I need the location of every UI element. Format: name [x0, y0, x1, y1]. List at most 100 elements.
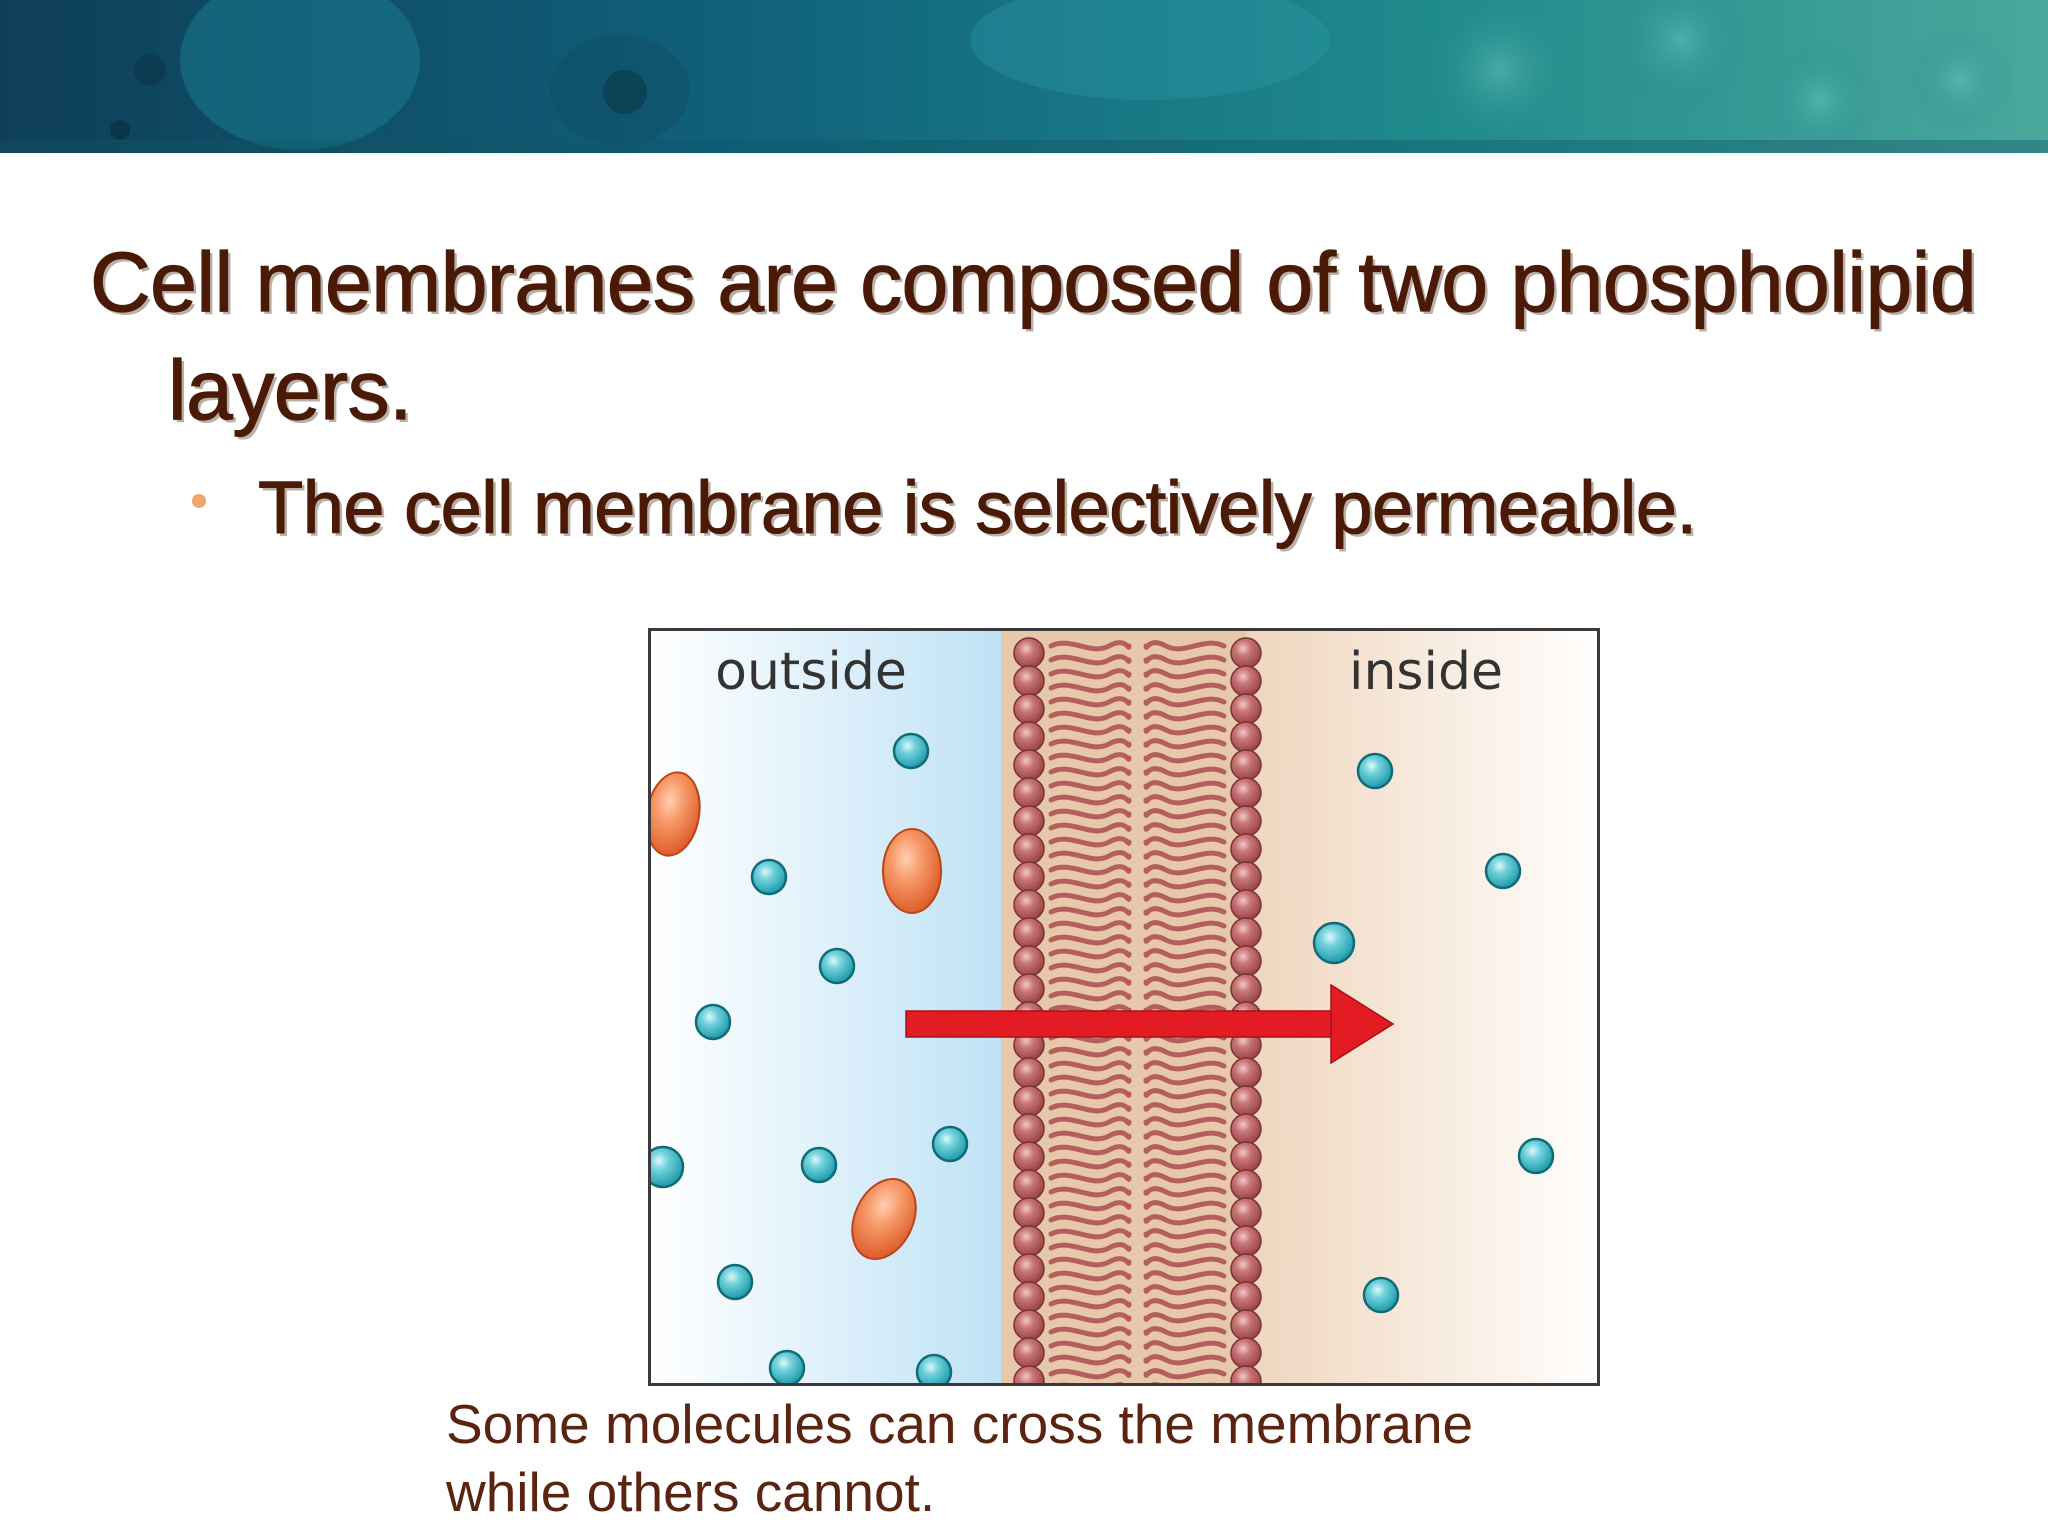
lipid-tail — [1143, 724, 1227, 736]
lipid-tail — [1048, 1186, 1132, 1198]
lipid-tail — [1143, 1242, 1227, 1254]
lipid-tail — [1143, 976, 1227, 988]
lipid-tail — [1048, 920, 1132, 932]
lipid-tail — [1143, 962, 1227, 974]
lipid-head — [1013, 1169, 1045, 1201]
lipid-head — [1013, 833, 1045, 865]
small-molecule — [750, 858, 788, 896]
lipid-tail — [1143, 1354, 1227, 1366]
lipid-tail — [1048, 976, 1132, 988]
lipid-head — [1230, 1337, 1262, 1369]
lipid-tail — [1048, 892, 1132, 904]
lipid-head — [1013, 917, 1045, 949]
lipid-tail — [1143, 850, 1227, 862]
lipid-tails — [1048, 640, 1227, 1383]
lipid-head — [1230, 1141, 1262, 1173]
label-inside: inside — [1349, 642, 1503, 702]
lipid-tail — [1143, 1270, 1227, 1282]
lipid-tail — [1048, 808, 1132, 820]
lipid-head — [1013, 861, 1045, 893]
lipid-tail — [1143, 654, 1227, 666]
lipid-head — [1013, 665, 1045, 697]
lipid-tail — [1143, 1284, 1227, 1296]
lipid-head — [1013, 1197, 1045, 1229]
lipid-tail — [1143, 920, 1227, 932]
lipid-tail — [1143, 1074, 1227, 1086]
small-molecule — [915, 1353, 953, 1383]
lipid-tail — [1048, 1088, 1132, 1100]
lipid-tail — [1048, 990, 1132, 1002]
lipid-tail — [1048, 1102, 1132, 1114]
lipid-tail — [1143, 1368, 1227, 1380]
lipid-head — [1230, 665, 1262, 697]
lipid-tail — [1048, 1354, 1132, 1366]
lipid-tail — [1048, 752, 1132, 764]
small-molecule — [1356, 752, 1394, 790]
lipid-tail — [1143, 948, 1227, 960]
lipid-head — [1230, 777, 1262, 809]
lipid-head — [1230, 861, 1262, 893]
molecules — [651, 732, 1555, 1383]
lipid-head — [1013, 1253, 1045, 1285]
lipid-head — [1230, 1169, 1262, 1201]
slide-title: Cell membranes are composed of two phosp… — [89, 234, 1977, 437]
lipid-tail — [1048, 962, 1132, 974]
lipid-tail — [1143, 682, 1227, 694]
lipid-tail — [1048, 1256, 1132, 1268]
small-molecule — [800, 1146, 838, 1184]
large-molecule — [651, 771, 701, 857]
lipid-head — [1013, 1365, 1045, 1383]
bullet-dot-icon — [192, 494, 206, 508]
lipid-head — [1230, 749, 1262, 781]
lipid-tail — [1143, 1172, 1227, 1184]
lipid-tail — [1143, 1144, 1227, 1156]
membrane-diagram: outside inside — [648, 628, 1600, 1386]
lipid-heads — [1013, 637, 1262, 1383]
lipid-head — [1013, 721, 1045, 753]
lipid-head — [1013, 1337, 1045, 1369]
lipid-tail — [1048, 1172, 1132, 1184]
lipid-tail — [1048, 1214, 1132, 1226]
lipid-head — [1230, 945, 1262, 977]
lipid-head — [1013, 805, 1045, 837]
lipid-head — [1013, 1113, 1045, 1145]
small-molecule — [1362, 1276, 1400, 1314]
lipid-tail — [1048, 906, 1132, 918]
transport-arrow-icon — [905, 983, 1395, 1065]
lipid-tail — [1048, 780, 1132, 792]
lipid-tail — [1048, 1074, 1132, 1086]
small-molecule — [1484, 852, 1522, 890]
small-molecule — [931, 1125, 969, 1163]
lipid-tail — [1143, 1060, 1227, 1072]
lipid-tail — [1048, 1340, 1132, 1352]
lipid-tail — [1143, 892, 1227, 904]
lipid-tail — [1143, 738, 1227, 750]
lipid-tail — [1048, 1228, 1132, 1240]
lipid-head — [1230, 1225, 1262, 1257]
small-molecule — [1312, 921, 1356, 965]
lipid-tail — [1048, 822, 1132, 834]
lipid-tail — [1143, 668, 1227, 680]
lipid-head — [1013, 889, 1045, 921]
lipid-tail — [1143, 794, 1227, 806]
lipid-head — [1230, 833, 1262, 865]
lipid-tail — [1048, 1284, 1132, 1296]
lipid-head — [1013, 1309, 1045, 1341]
lipid-tail — [1143, 780, 1227, 792]
lipid-tail — [1143, 836, 1227, 848]
lipid-tail — [1048, 1046, 1132, 1058]
lipid-head — [1013, 1057, 1045, 1089]
caption-line-2: while others cannot. — [446, 1461, 936, 1523]
lipid-tail — [1143, 1298, 1227, 1310]
lipid-tail — [1048, 1130, 1132, 1142]
lipid-tail — [1143, 1116, 1227, 1128]
lipid-tail — [1143, 808, 1227, 820]
lipid-head — [1230, 1057, 1262, 1089]
lipid-head — [1013, 637, 1045, 669]
lipid-head — [1230, 1113, 1262, 1145]
lipid-tail — [1048, 724, 1132, 736]
lipid-head — [1230, 889, 1262, 921]
lipid-head — [1230, 1365, 1262, 1383]
lipid-tail — [1048, 1270, 1132, 1282]
lipid-head — [1013, 945, 1045, 977]
